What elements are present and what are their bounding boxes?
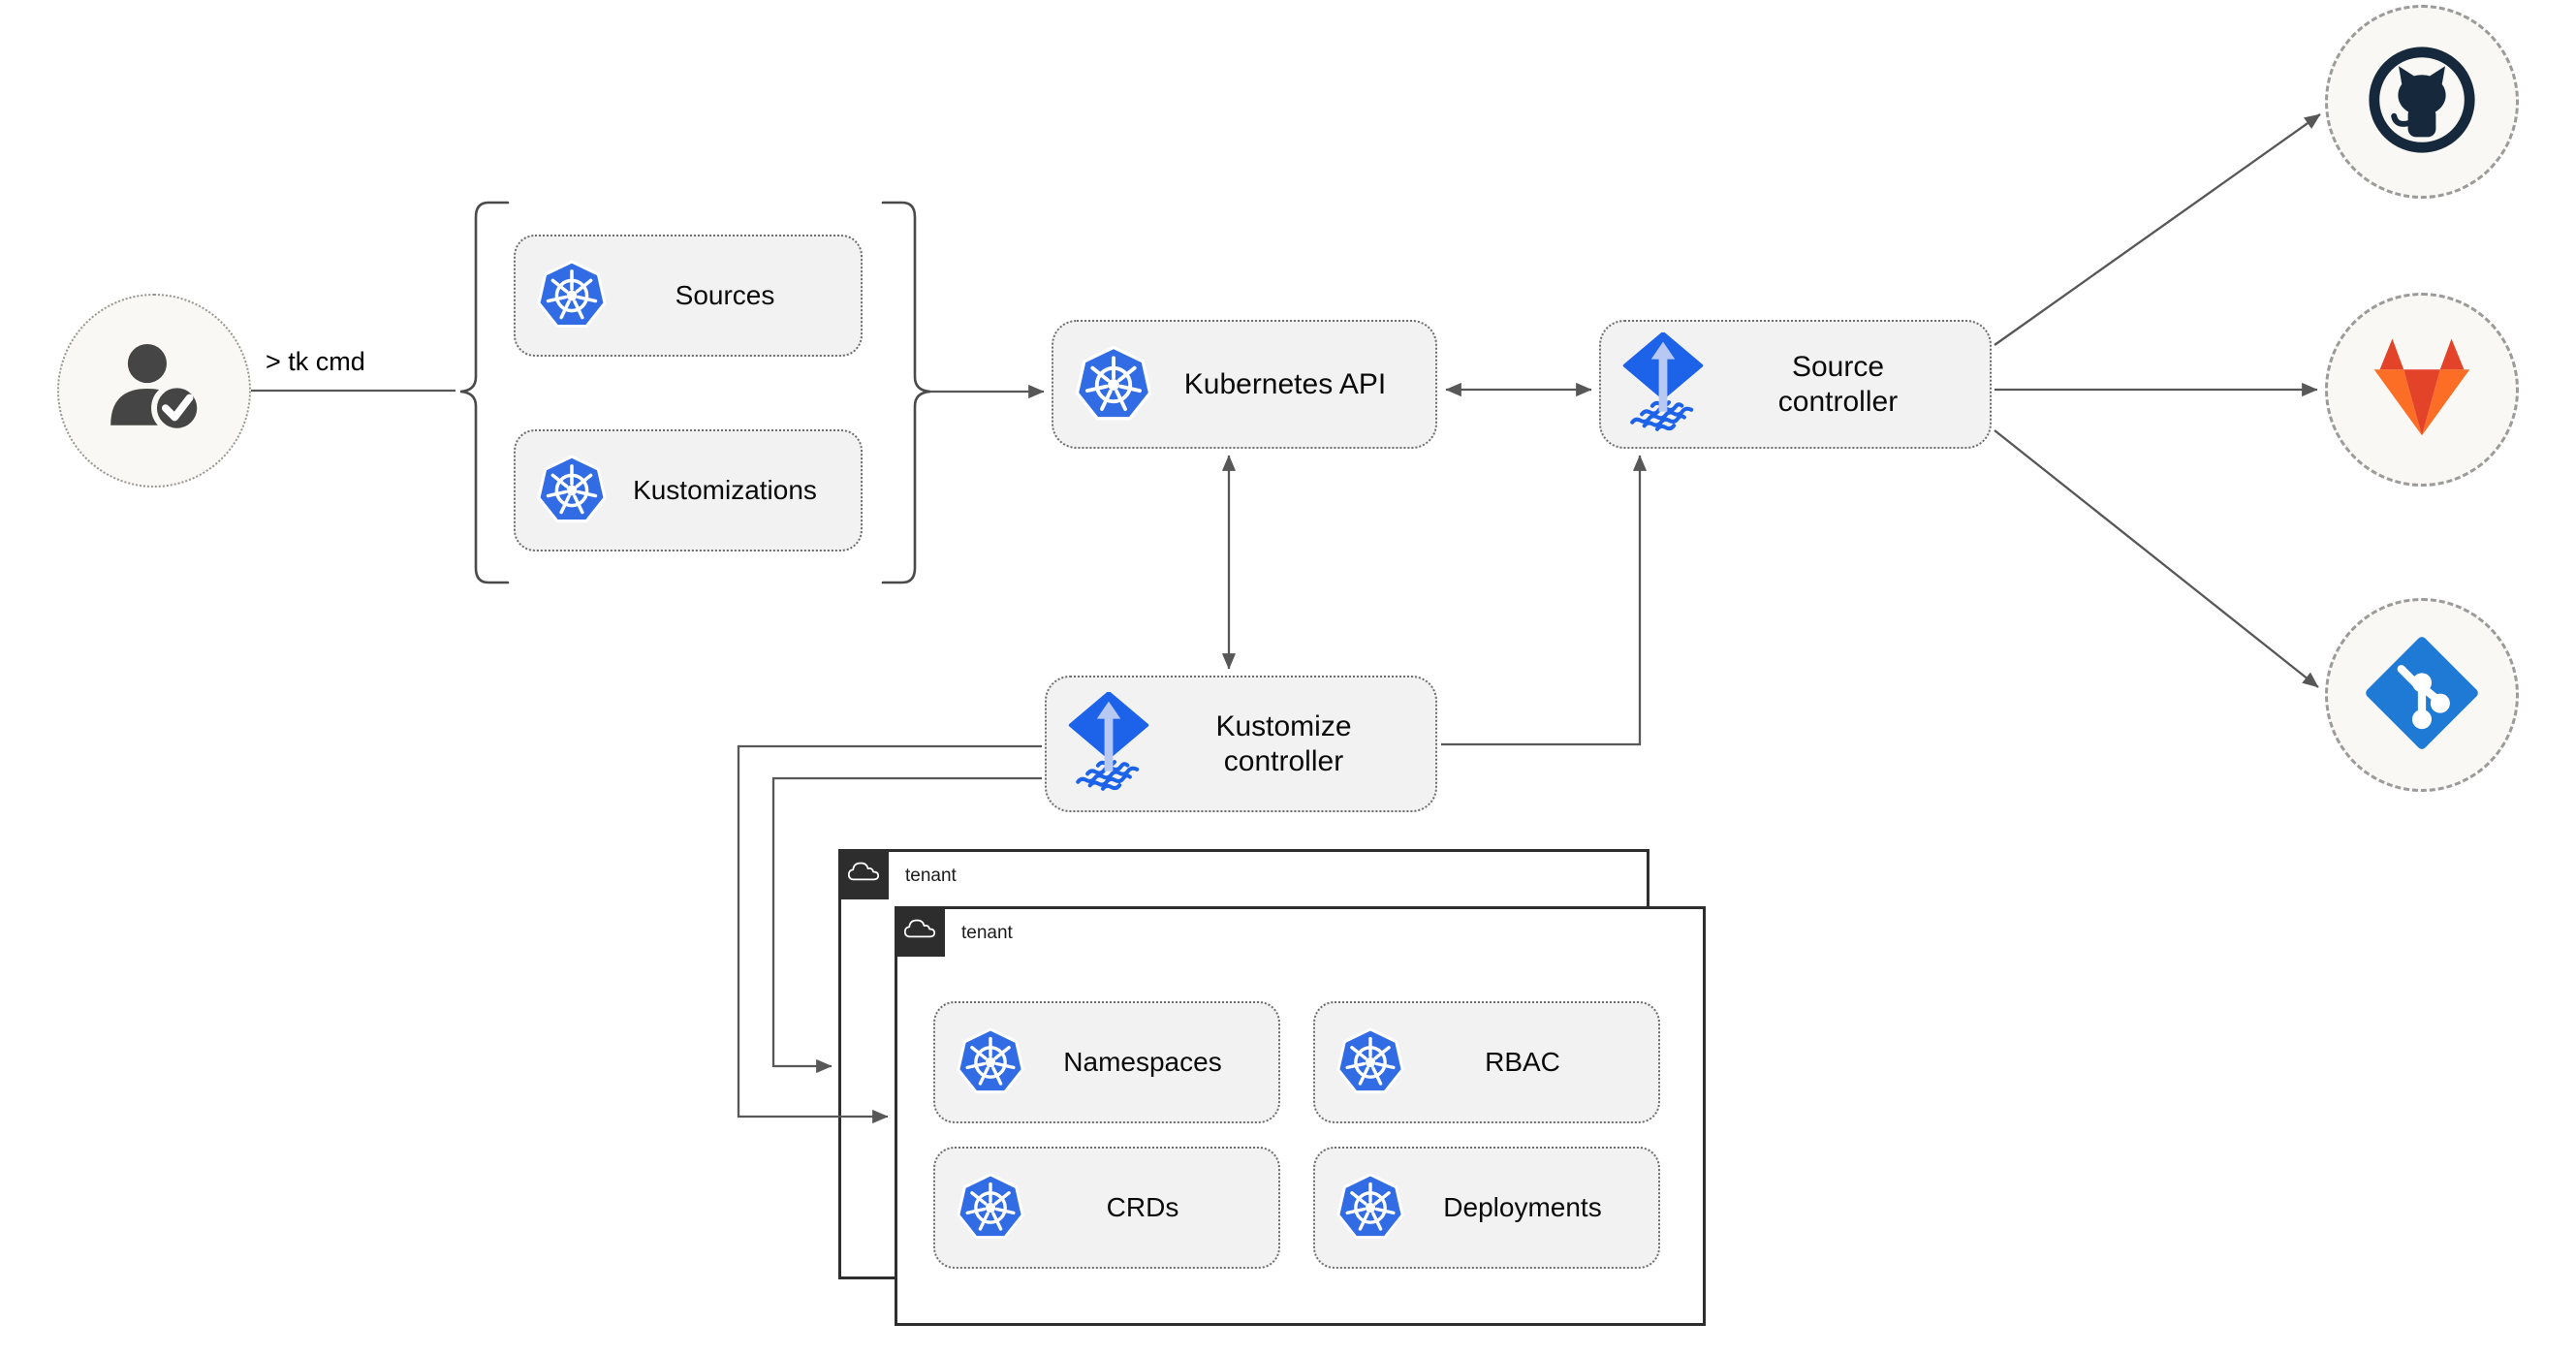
cli-command-label: > tk cmd bbox=[266, 347, 365, 376]
right-bracket bbox=[881, 201, 931, 584]
flux-icon bbox=[1620, 332, 1706, 436]
node-sources: Sources bbox=[514, 235, 863, 357]
node-kubernetes-api: Kubernetes API bbox=[1052, 320, 1437, 449]
remote-gitlab bbox=[2325, 293, 2519, 487]
node-label: Kustomizations bbox=[633, 475, 817, 506]
edge-source-to-github bbox=[1994, 113, 2321, 346]
user-check-icon bbox=[97, 331, 211, 451]
node-label: Source controller bbox=[1777, 350, 1899, 418]
kubernetes-icon bbox=[955, 1172, 1026, 1244]
node-source-controller: Source controller bbox=[1599, 320, 1992, 449]
kubernetes-icon bbox=[1335, 1026, 1406, 1098]
flux-icon bbox=[1066, 692, 1151, 796]
node-kustomizations: Kustomizations bbox=[514, 429, 863, 551]
edge-kustomize-to-source bbox=[1441, 455, 1648, 746]
node-label: Namespaces bbox=[1063, 1047, 1222, 1078]
tenant-label: tenant bbox=[961, 923, 1013, 943]
node-label: Kustomize controller bbox=[1215, 709, 1352, 777]
gitlab-icon bbox=[2365, 335, 2479, 445]
node-label: Sources bbox=[675, 280, 775, 311]
tenant-tab bbox=[895, 906, 945, 957]
node-namespaces: Namespaces bbox=[933, 1001, 1280, 1123]
edge-source-to-git bbox=[1994, 429, 2319, 688]
node-label: Kubernetes API bbox=[1183, 367, 1387, 400]
node-label: Deployments bbox=[1443, 1192, 1602, 1223]
remote-github bbox=[2325, 5, 2519, 199]
tenant-label: tenant bbox=[905, 866, 957, 886]
remote-git bbox=[2325, 598, 2519, 792]
left-bracket bbox=[459, 201, 510, 584]
cloud-icon bbox=[846, 859, 881, 890]
node-kustomize-controller: Kustomize controller bbox=[1045, 676, 1437, 812]
kubernetes-icon bbox=[535, 259, 609, 332]
node-rbac: RBAC bbox=[1313, 1001, 1660, 1123]
node-deployments: Deployments bbox=[1313, 1147, 1660, 1269]
tenant-container-front: tenant Namespaces RBAC CRDs Deployments bbox=[895, 906, 1706, 1326]
git-icon bbox=[2365, 636, 2479, 755]
cloud-icon bbox=[902, 916, 937, 947]
node-label: CRDs bbox=[1106, 1192, 1179, 1223]
node-crds: CRDs bbox=[933, 1147, 1280, 1269]
user-node bbox=[57, 294, 251, 488]
kubernetes-icon bbox=[1073, 344, 1154, 425]
kubernetes-icon bbox=[535, 454, 609, 527]
kubernetes-icon bbox=[1335, 1172, 1406, 1244]
github-icon bbox=[2364, 42, 2480, 163]
kubernetes-icon bbox=[955, 1026, 1026, 1098]
tenant-tab bbox=[838, 849, 889, 899]
node-label: RBAC bbox=[1485, 1047, 1560, 1078]
